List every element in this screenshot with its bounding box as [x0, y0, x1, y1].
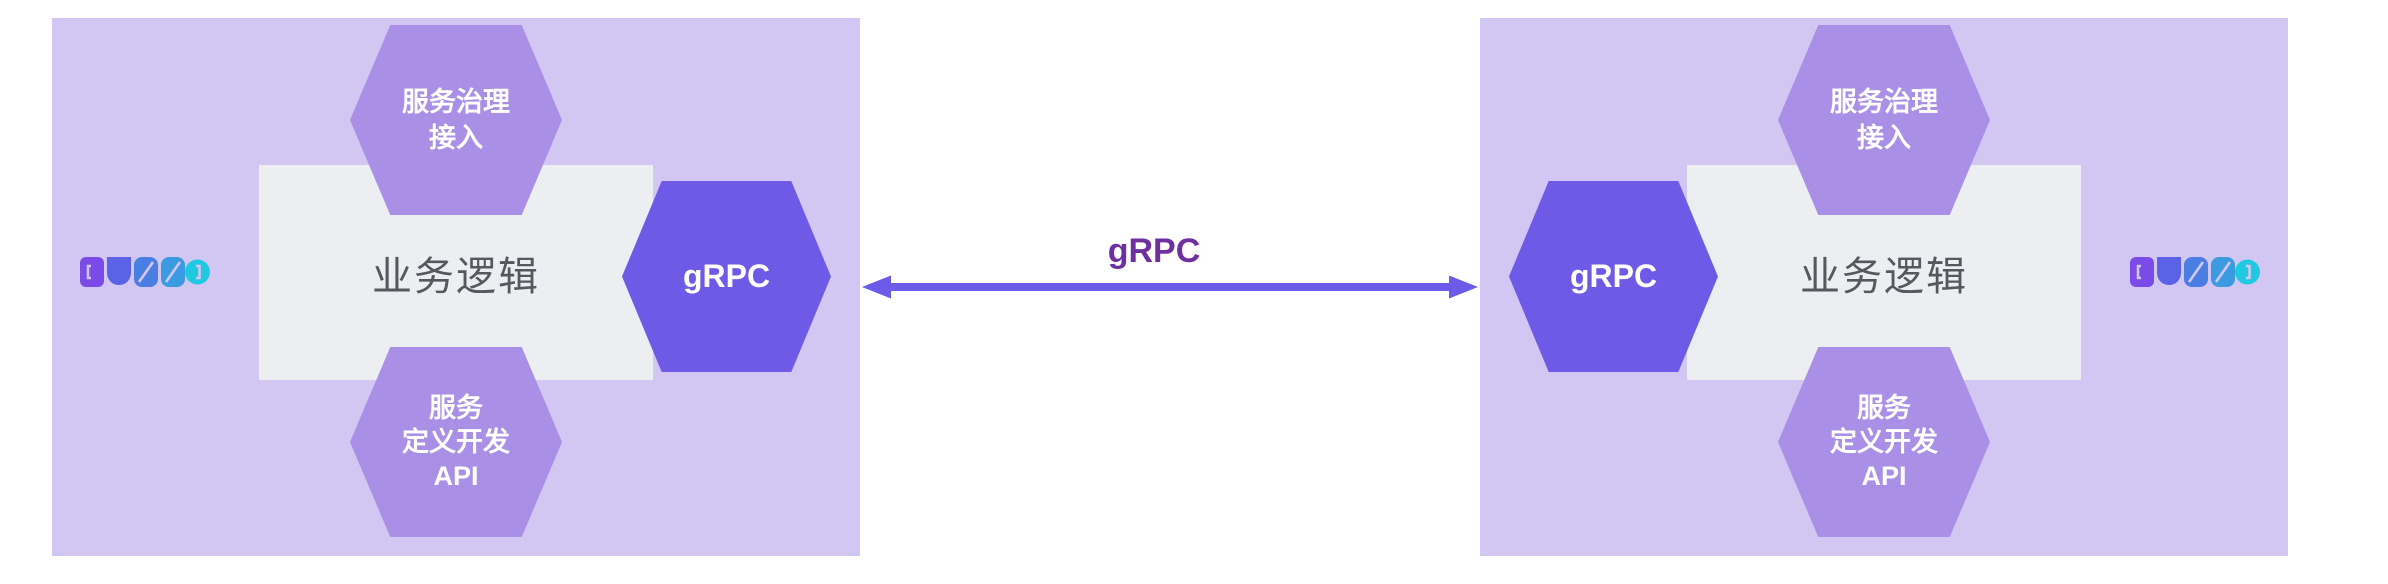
service-definition-line1: 服务 — [1857, 393, 1911, 423]
service-governance-line1: 服务治理 — [402, 87, 510, 117]
dubbo-app-box-left: 业务逻辑 服务治理 接入 服务 定义开发 API gRPC — [52, 18, 860, 556]
grpc-hexagon: gRPC — [1509, 181, 1718, 372]
service-definition-api-hexagon: 服务 定义开发 API — [350, 347, 562, 537]
grpc-bidirectional-arrow — [862, 275, 1478, 299]
service-governance-line2: 接入 — [1857, 123, 1911, 153]
service-definition-line2: 定义开发 — [1830, 427, 1938, 457]
business-logic-label: 业务逻辑 — [1800, 254, 1968, 299]
grpc-hexagon: gRPC — [622, 181, 831, 372]
grpc-connection-label: gRPC — [1107, 232, 1201, 270]
service-definition-line2: 定义开发 — [402, 427, 510, 457]
service-definition-line3: API — [433, 461, 479, 491]
service-governance-hexagon: 服务治理 接入 — [350, 25, 562, 215]
dubbo-app-box-right: 业务逻辑 服务治理 接入 服务 定义开发 API gRPC — [1480, 18, 2288, 556]
dubbo-logo-icon — [2130, 257, 2260, 287]
service-definition-line1: 服务 — [429, 393, 483, 423]
service-definition-line3: API — [1861, 461, 1907, 491]
service-definition-api-hexagon: 服务 定义开发 API — [1778, 347, 1990, 537]
grpc-hexagon-label: gRPC — [1569, 258, 1658, 294]
service-governance-line2: 接入 — [429, 123, 483, 153]
dubbo-logo-icon — [80, 257, 210, 287]
business-logic-label: 业务逻辑 — [372, 254, 540, 299]
service-governance-line1: 服务治理 — [1830, 87, 1938, 117]
grpc-hexagon-label: gRPC — [682, 258, 771, 294]
service-governance-hexagon: 服务治理 接入 — [1778, 25, 1990, 215]
